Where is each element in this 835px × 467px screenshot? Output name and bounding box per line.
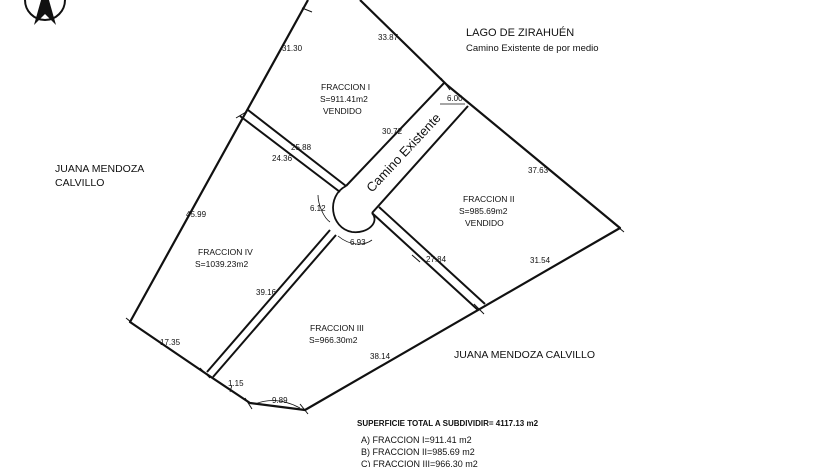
division-lines — [206, 81, 486, 378]
dimension-arcs — [229, 103, 465, 409]
fraccion-4-area: S=1039.23m2 — [195, 259, 248, 269]
fraccion-1-name: FRACCION I — [321, 82, 370, 92]
measure-6-93: 6.93 — [350, 238, 366, 247]
measure-45-99: 45.99 — [186, 210, 207, 219]
fraccion-2-area: S=985.69m2 — [459, 206, 508, 216]
road-culdesac — [332, 185, 376, 234]
fraccion-2-name: FRACCION II — [463, 194, 514, 204]
measure-31-54: 31.54 — [530, 256, 551, 265]
lake-title: LAGO DE ZIRAHUÉN — [466, 26, 574, 39]
summary-item-c: C) FRACCION III=966.30 m2 — [361, 459, 478, 467]
measure-38-14: 38.14 — [370, 352, 391, 361]
measure-33-87: 33.87 — [378, 33, 399, 42]
measure-37-63: 37.63 — [528, 166, 549, 175]
fraccion-1-status: VENDIDO — [323, 106, 362, 116]
road-label: Camino Existente — [363, 110, 443, 195]
dimension-ticks — [125, 7, 625, 415]
measure-1-15: 1.15 — [228, 379, 244, 388]
measure-27-84: 27.84 — [426, 255, 447, 264]
measure-6-12: 6.12 — [310, 204, 326, 213]
south-neighbor: JUANA MENDOZA CALVILLO — [454, 349, 595, 361]
measure-6-00: 6.00 — [447, 94, 463, 103]
measure-31-30: 31.30 — [282, 44, 303, 53]
fraccion-3-area: S=966.30m2 — [309, 335, 358, 345]
summary-item-b: B) FRACCION II=985.69 m2 — [361, 447, 475, 457]
fraccion-3-name: FRACCION III — [310, 323, 364, 333]
fraccion-1-area: S=911.41m2 — [320, 94, 368, 104]
measure-17-35: 17.35 — [160, 338, 181, 347]
fraccion-4-name: FRACCION IV — [198, 247, 253, 257]
north-arrow-icon — [24, 0, 66, 25]
west-neighbor-line1: JUANA MENDOZA — [55, 163, 144, 175]
summary-item-a: A) FRACCION I=911.41 m2 — [361, 435, 472, 445]
total-area: SUPERFICIE TOTAL A SUBDIVIDIR= 4117.13 m… — [357, 419, 539, 428]
measure-30-72: 30.72 — [382, 127, 403, 136]
fraccion-2-status: VENDIDO — [465, 218, 504, 228]
property-boundary — [128, 0, 622, 412]
measure-39-16: 39.16 — [256, 288, 277, 297]
road-note: Camino Existente de por medio — [466, 43, 599, 54]
measure-25-88: 25.88 — [291, 143, 312, 152]
west-neighbor-line2: CALVILLO — [55, 177, 104, 189]
measure-24-36: 24.36 — [272, 154, 293, 163]
measure-9-89: 9.89 — [272, 396, 288, 405]
